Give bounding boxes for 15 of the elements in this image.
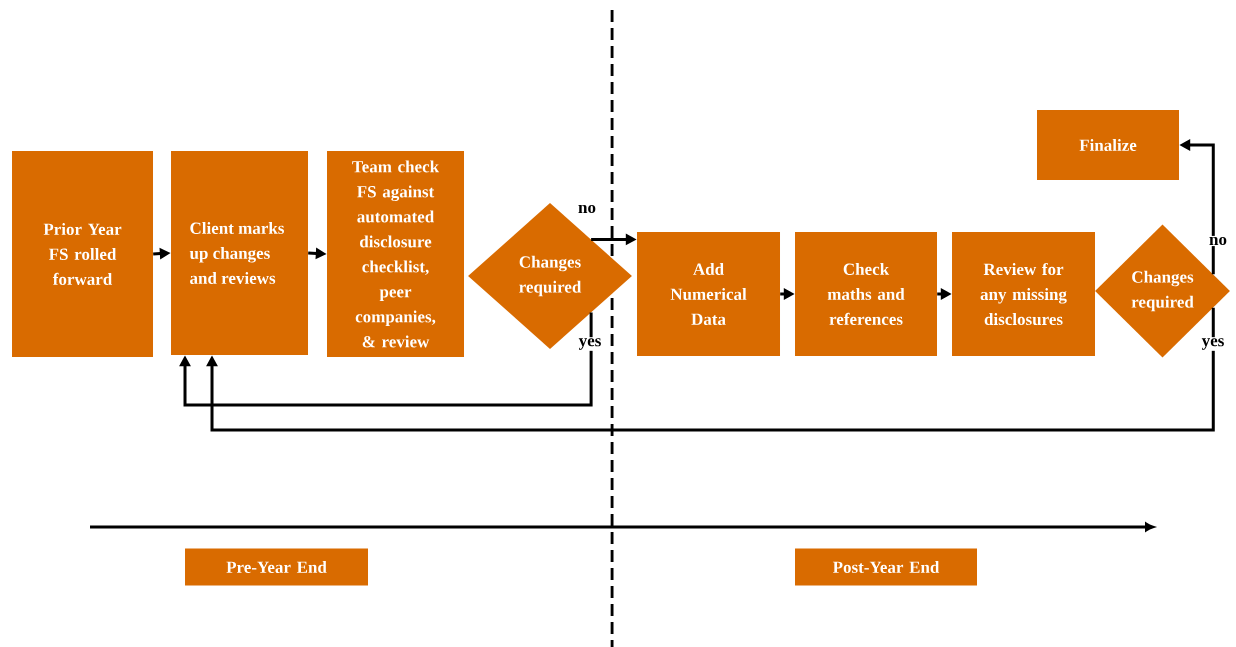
edge-label: no	[577, 203, 597, 215]
phase-label: Post-Year End	[795, 548, 977, 586]
connector-arrow	[179, 312, 593, 407]
process-box: Client marks up changes and reviews	[171, 151, 308, 355]
process-box: Finalize	[1037, 110, 1179, 180]
process-box: Add Numerical Data	[637, 232, 780, 356]
process-box: Review for any missing disclosures	[952, 232, 1095, 356]
edge-label: yes	[1200, 337, 1226, 351]
process-box: Check maths and references	[795, 232, 937, 356]
connector-arrow	[206, 307, 1215, 432]
edge-label: yes	[577, 337, 603, 351]
process-box: Team check FS against automated disclosure checklist, peer companies, & review	[327, 151, 464, 357]
phase-label: Pre-Year End	[185, 548, 368, 586]
edge-label: no	[1208, 235, 1228, 247]
process-box: Prior Year FS rolled forward	[12, 151, 153, 357]
